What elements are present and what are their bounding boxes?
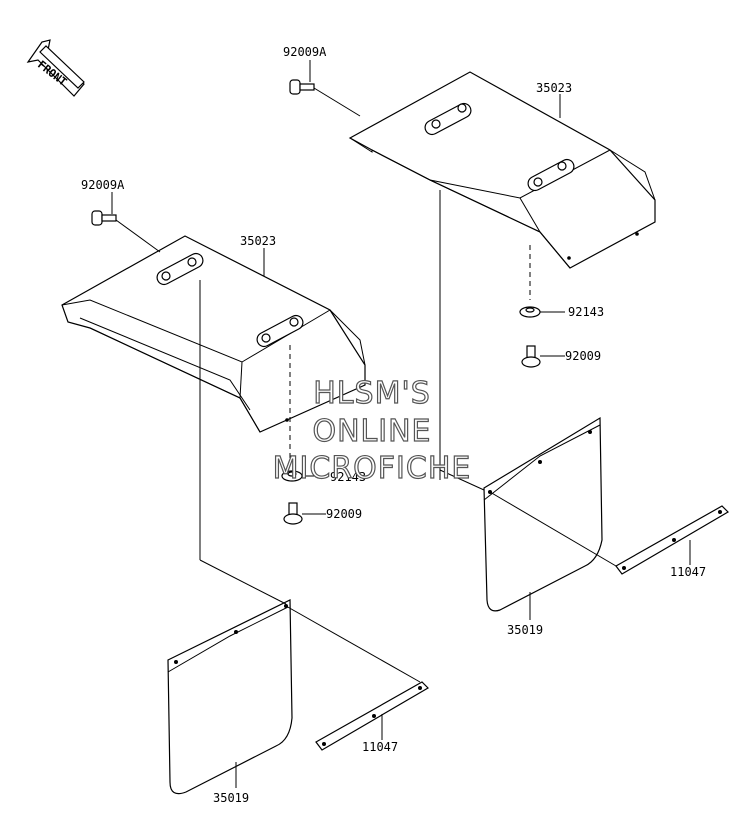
label-bracket-right: 11047 <box>670 565 706 579</box>
guide-line <box>199 559 287 605</box>
label-bolt-left: 92009 <box>326 507 362 521</box>
guide-line <box>439 469 485 491</box>
label-flap-right: 35019 <box>507 623 543 637</box>
bolt-a-lower <box>91 210 161 253</box>
washer-right <box>519 306 541 318</box>
flap-right <box>483 416 603 612</box>
bolt-a-upper <box>289 79 361 117</box>
fender-lower <box>61 235 366 433</box>
bolt-right <box>521 345 541 368</box>
watermark-line-1: HLSM'S <box>313 376 431 411</box>
label-bolt-right: 92009 <box>565 349 601 363</box>
label-washer-left: 92143 <box>330 470 366 484</box>
label-bracket-left: 11047 <box>362 740 398 754</box>
label-fender-upper: 35023 <box>536 81 572 95</box>
bracket-right <box>489 491 729 575</box>
front-arrow-icon: FRONT <box>26 39 85 97</box>
flap-left <box>167 599 293 795</box>
label-bolt-a-lower: 92009A <box>81 178 125 192</box>
watermark-line-3: MICROFICHE <box>273 451 472 486</box>
watermark-line-2: ONLINE <box>312 414 431 449</box>
bracket-left <box>285 605 429 751</box>
label-bolt-a-upper: 92009A <box>283 45 327 59</box>
fender-upper <box>348 71 656 269</box>
label-fender-lower: 35023 <box>240 234 276 248</box>
bolt-left <box>283 502 303 525</box>
label-flap-left: 35019 <box>213 791 249 805</box>
label-washer-right: 92143 <box>568 305 604 319</box>
